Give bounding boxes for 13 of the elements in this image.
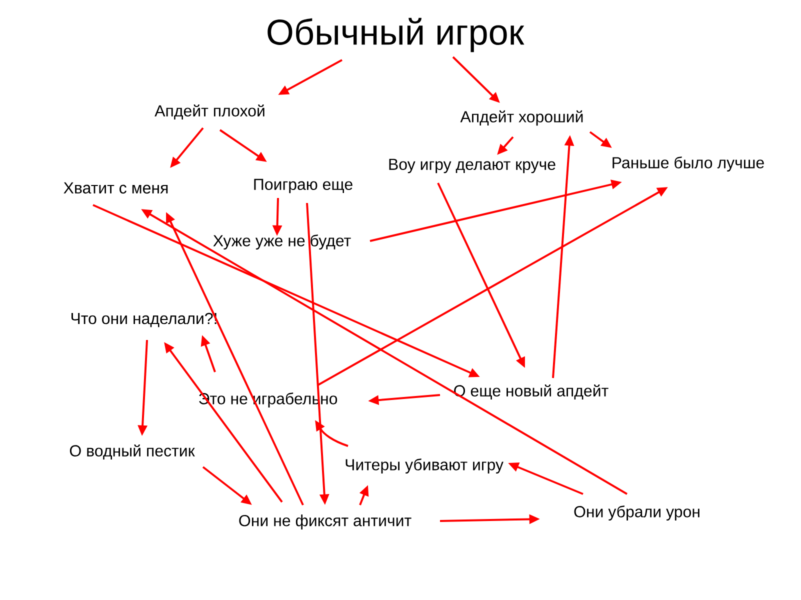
node-label: Воу игру делают круче	[389, 158, 556, 174]
node-label: Поиграю еще	[254, 178, 352, 194]
node-label: Хуже уже не будет	[213, 234, 351, 250]
node-label: Хватит с меня	[64, 182, 168, 194]
heading-text: Обычный игрок	[268, 18, 524, 52]
node-label: Они не фиксят античит	[239, 514, 412, 530]
node-label: Читеры убивают игру	[346, 458, 504, 474]
node-label: Они убрали урон	[574, 505, 700, 521]
node-label: Апдейт плохой	[154, 104, 264, 120]
node-label: О водный пестик	[70, 444, 195, 460]
node-label: Раньше было лучше	[612, 156, 764, 172]
node-label: Что они наделали?!	[71, 312, 216, 328]
node-label: Апдейт хороший	[460, 110, 583, 126]
